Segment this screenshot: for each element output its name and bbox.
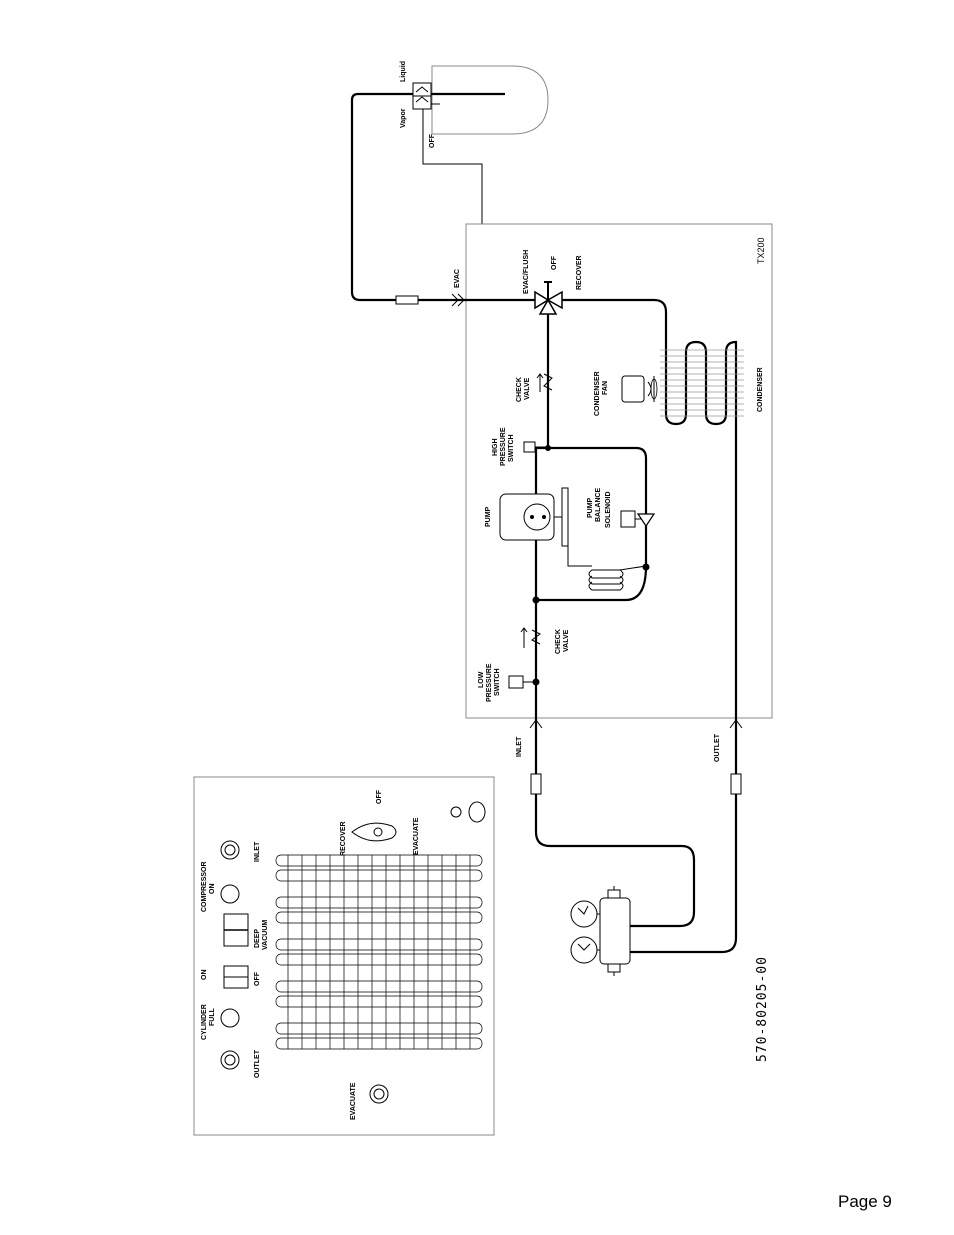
panel-label-inlet: INLET (254, 841, 261, 862)
label-valve-off: OFF (551, 255, 558, 270)
pump (499, 487, 569, 547)
label-low-pressure-1: LOW (478, 671, 485, 688)
panel-label-compressor: COMPRESSOR (201, 861, 208, 912)
label-check-valve-top-2: VALVE (524, 377, 531, 400)
gauge-manifold (570, 886, 631, 976)
panel-label-recover: RECOVER (340, 821, 347, 856)
label-valve-recover: RECOVER (576, 255, 583, 290)
label-vapor: Vapor (400, 108, 407, 128)
panel-label-on: ON (201, 970, 208, 981)
panel-label-evacuate-top: EVACUATE (413, 817, 420, 855)
label-high-pressure-1: HIGH (492, 439, 499, 457)
label-ofp: OFF (429, 133, 436, 148)
oil-separator-coil (567, 546, 647, 591)
panel-label-outlet: OUTLET (254, 1049, 261, 1078)
label-condenser: CONDENSER (757, 367, 764, 412)
label-evac: EVAC (454, 269, 461, 288)
panel-label-full: FULL (209, 1007, 216, 1026)
label-model: TX200 (756, 237, 766, 264)
part-number: 570-80205-00 (755, 956, 770, 1062)
condenser-fan (621, 375, 658, 403)
panel-label-compressor-on: ON (209, 884, 216, 895)
page-number: Page 9 (838, 1192, 892, 1211)
panel-label-deep: DEEP (254, 929, 261, 948)
low-pressure-switch (508, 675, 524, 689)
panel-label-off-switch: OFF (254, 971, 261, 986)
label-pump-balance-1: PUMP (587, 497, 594, 518)
inlet-filter (530, 773, 542, 795)
label-condenser-fan-1: CONDENSER (594, 371, 601, 416)
label-liquid: Liquid (400, 61, 407, 82)
label-low-pressure-2: PRESSURE (486, 663, 493, 702)
condenser-coil (660, 340, 744, 718)
label-evac-flush: EVAC/FLUSH (523, 250, 530, 294)
label-check-valve-bottom-2: VALVE (563, 629, 570, 652)
label-pump-balance-2: BALANCE (595, 487, 602, 522)
label-inlet: INLET (516, 736, 523, 757)
recovery-unit-outline (465, 223, 773, 719)
label-pump: PUMP (485, 506, 492, 527)
pump-balance-solenoid (620, 510, 636, 528)
ofp-wire (422, 109, 483, 224)
panel-label-cylinder: CYLINDER (201, 1004, 208, 1040)
label-condenser-fan-2: FAN (602, 381, 609, 395)
label-check-valve-top-1: CHECK (516, 377, 523, 402)
label-outlet: OUTLET (714, 733, 721, 762)
label-high-pressure-2: PRESSURE (500, 427, 507, 466)
vapor-line (350, 92, 456, 302)
high-pressure-switch (523, 441, 536, 453)
label-pump-balance-3: SOLENOID (605, 491, 612, 528)
panel-label-off: OFF (376, 789, 383, 804)
front-panel (193, 776, 495, 1136)
three-way-valve (534, 281, 563, 315)
panel-label-evacuate-bottom: EVACUATE (350, 1082, 357, 1120)
panel-label-vacuum: VACUUM (262, 920, 269, 950)
refrigerant-cylinder (412, 65, 549, 135)
label-check-valve-bottom-1: CHECK (555, 629, 562, 654)
label-high-pressure-3: SWITCH (508, 434, 515, 462)
outlet-filter (730, 773, 742, 795)
filter (395, 295, 419, 305)
label-low-pressure-3: SWITCH (494, 668, 501, 696)
